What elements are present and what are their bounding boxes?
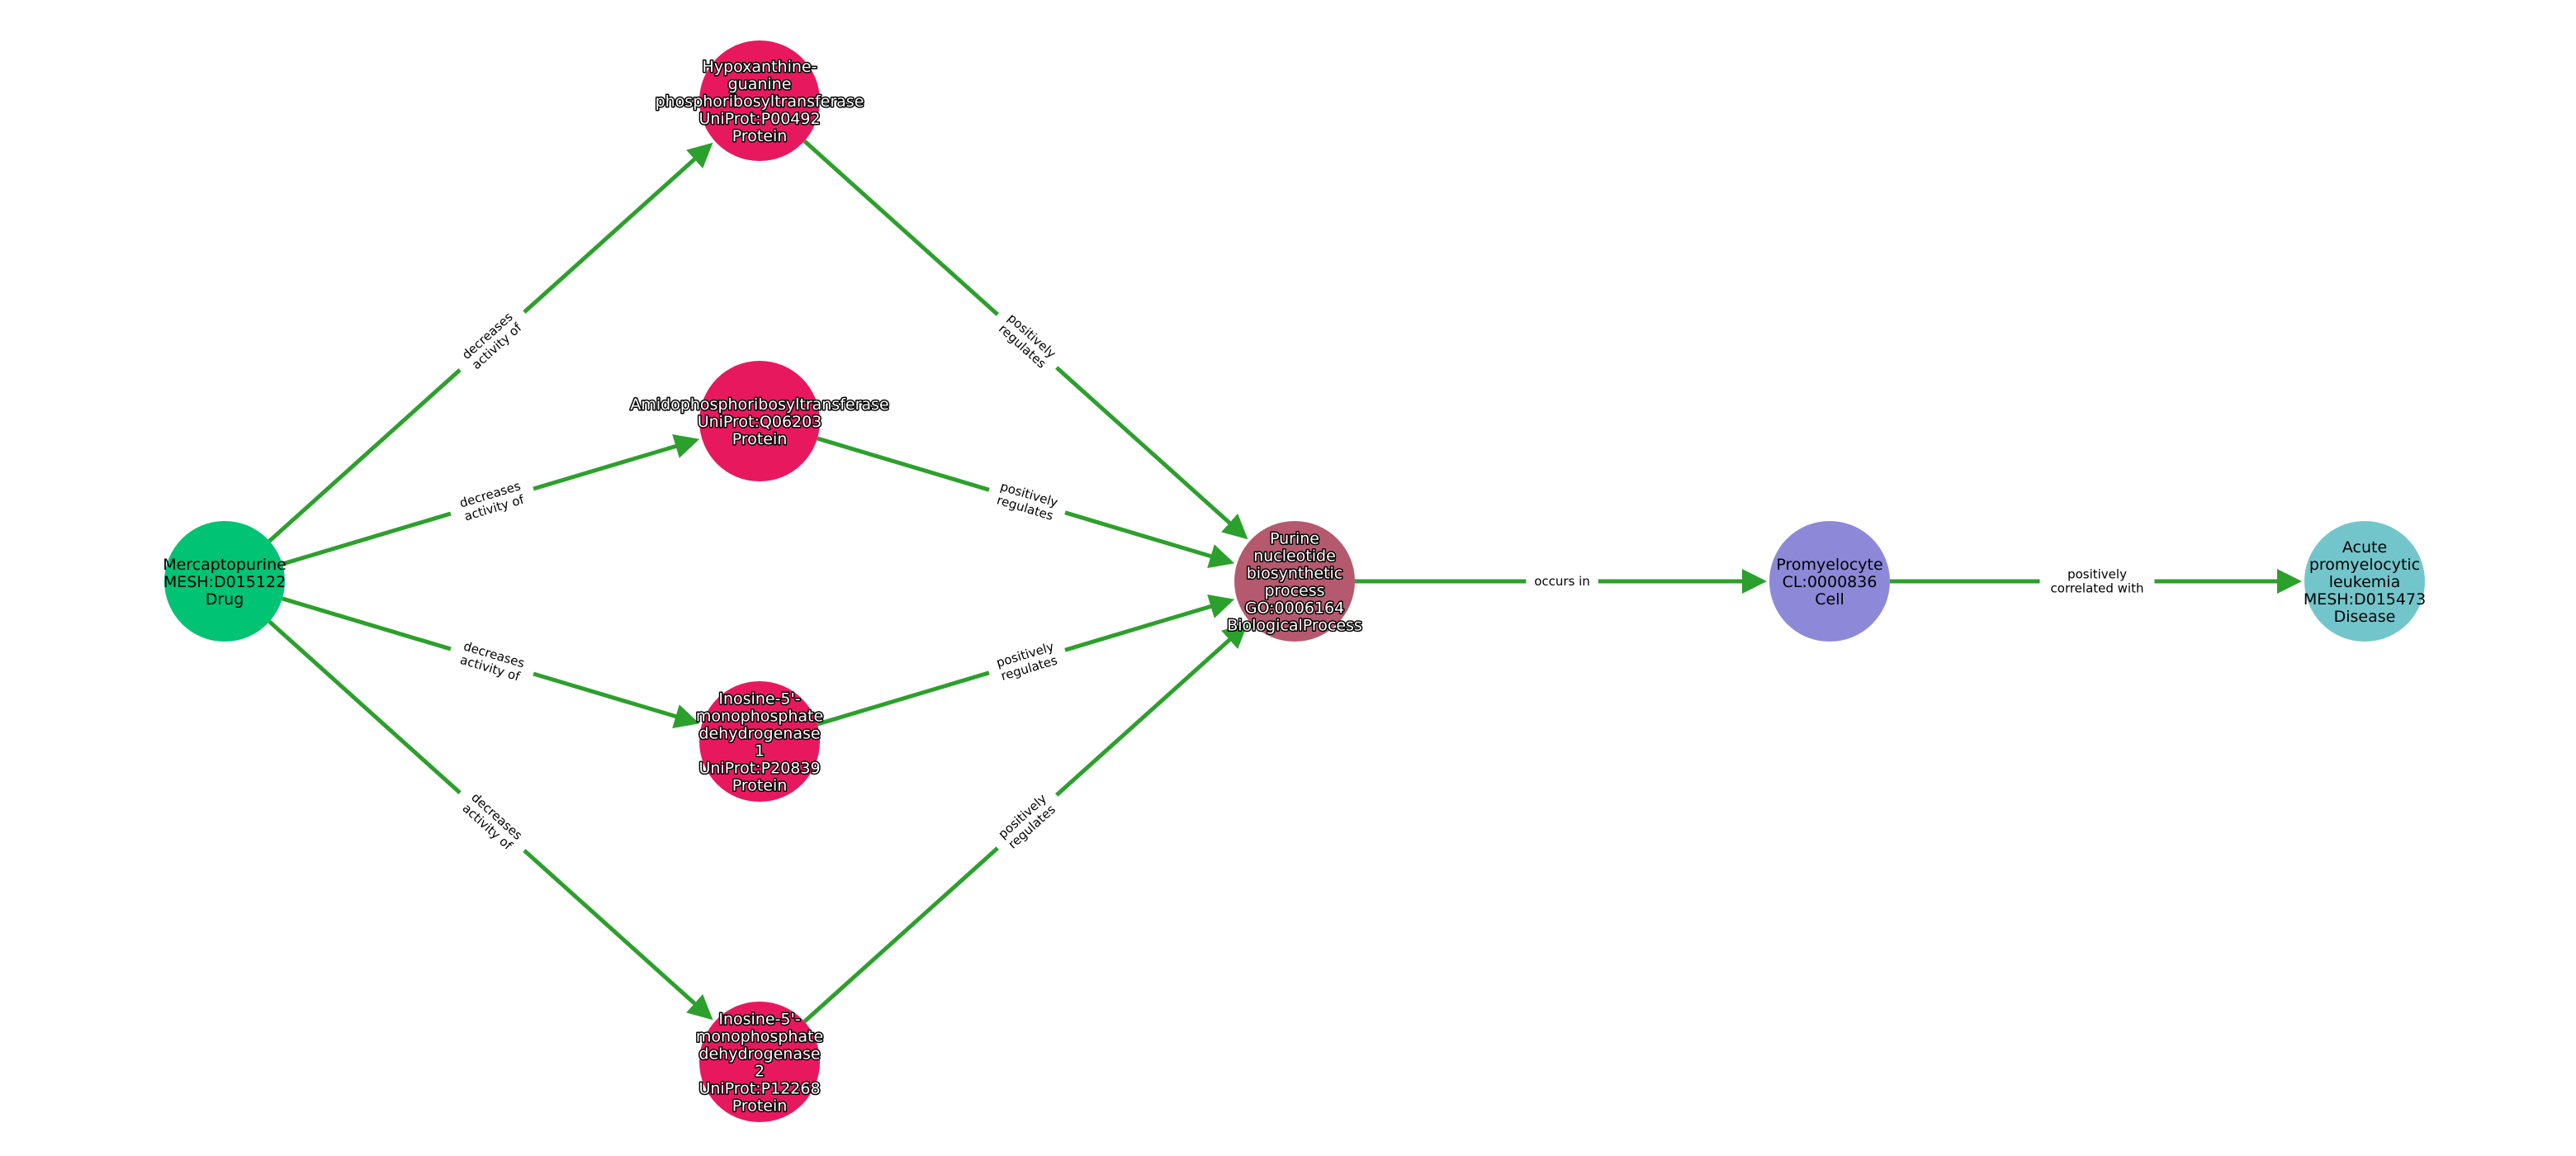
node-circle <box>2304 521 2425 642</box>
node-circle <box>699 1002 820 1122</box>
node-label-line: Protein <box>732 1097 788 1116</box>
edge-label-background <box>449 780 535 863</box>
node-label-line: dehydrogenase <box>698 1045 820 1064</box>
node-label-line: Inosine-5'- <box>718 690 800 708</box>
node-label-line: phosphoribosyltransferase <box>656 92 864 111</box>
node-label-line: promyelocytic <box>2309 556 2420 574</box>
edge-label-background <box>446 473 538 529</box>
node-label-line: leukemia <box>2329 573 2400 591</box>
node-circle <box>699 361 820 481</box>
edge-label-background <box>449 300 535 382</box>
edge-label-background <box>1526 572 1598 590</box>
node-label-line: UniProt:P12268 <box>698 1080 820 1098</box>
node-circle <box>699 681 820 802</box>
edge-label-background <box>987 783 1068 860</box>
node-label-line: Cell <box>1815 590 1844 609</box>
node-label-line: Promyelocyte <box>1776 556 1882 574</box>
node-impdh2[interactable]: Inosine-5'-monophosphatedehydrogenase2Un… <box>694 1002 825 1122</box>
node-circle <box>1234 521 1355 642</box>
node-label-line: process <box>1264 582 1324 600</box>
edge-label-line: positively <box>2067 567 2127 582</box>
node-label-line: monophosphate <box>696 1028 823 1046</box>
node-circle <box>1769 521 1890 642</box>
node-label-line: 2 <box>755 1063 765 1081</box>
edge-label-background <box>984 635 1070 688</box>
node-label-line: Mercaptopurine <box>163 556 286 574</box>
node-label-line: UniProt:P20839 <box>698 760 820 778</box>
node-label-line: BiologicalProcess <box>1227 617 1362 635</box>
node-disease[interactable]: AcutepromyelocyticleukemiaMESH:D015473Di… <box>2304 521 2426 642</box>
node-label-line: Acute <box>2342 538 2387 557</box>
node-label-line: MESH:D015122 <box>163 573 286 591</box>
node-label-line: biosynthetic <box>1247 565 1343 583</box>
node-label-line: Protein <box>732 777 788 795</box>
node-hprt[interactable]: Hypoxanthine-guaninephosphoribosyltransf… <box>654 40 865 161</box>
node-circle <box>699 40 820 161</box>
node-label-line: Protein <box>732 127 788 145</box>
edge-label-line: correlated with <box>2051 581 2144 596</box>
node-label-line: GO:0006164 <box>1245 599 1344 618</box>
node-label-line: nucleotide <box>1253 547 1336 566</box>
node-label-line: Inosine-5'- <box>718 1011 800 1029</box>
node-circle <box>164 521 285 642</box>
node-label-line: UniProt:Q06203 <box>698 413 822 431</box>
node-label-line: Drug <box>206 590 244 609</box>
node-label-line: Protein <box>732 430 788 448</box>
node-label-line: monophosphate <box>696 708 823 726</box>
edge-label-line: occurs in <box>1534 574 1590 589</box>
node-ppat[interactable]: AmidophosphoribosyltransferaseUniProt:Q0… <box>629 361 890 481</box>
node-label-line: UniProt:P00492 <box>698 110 820 128</box>
node-impdh1[interactable]: Inosine-5'-monophosphatedehydrogenase1Un… <box>694 681 825 802</box>
node-label-line: MESH:D015473 <box>2304 590 2426 609</box>
edge-label-background <box>446 633 538 689</box>
edge-purine-cell[interactable]: occurs in <box>1355 569 1767 594</box>
edge-label-background <box>2039 566 2155 597</box>
node-label-line: Hypoxanthine- <box>703 58 817 76</box>
node-purine[interactable]: PurinenucleotidebiosyntheticprocessGO:00… <box>1226 521 1363 642</box>
node-label-line: CL:0000836 <box>1783 573 1878 591</box>
node-label-line: Purine <box>1270 530 1319 548</box>
node-label-line: Disease <box>2334 608 2396 626</box>
edge-label-background <box>987 302 1068 380</box>
node-label-line: 1 <box>755 742 765 760</box>
node-label-line: guanine <box>728 75 792 93</box>
edge-label-background <box>984 475 1070 528</box>
edge-label: occurs in <box>1526 572 1598 590</box>
node-label-line: dehydrogenase <box>698 725 820 743</box>
node-label-line: Amidophosphoribosyltransferase <box>630 396 888 414</box>
